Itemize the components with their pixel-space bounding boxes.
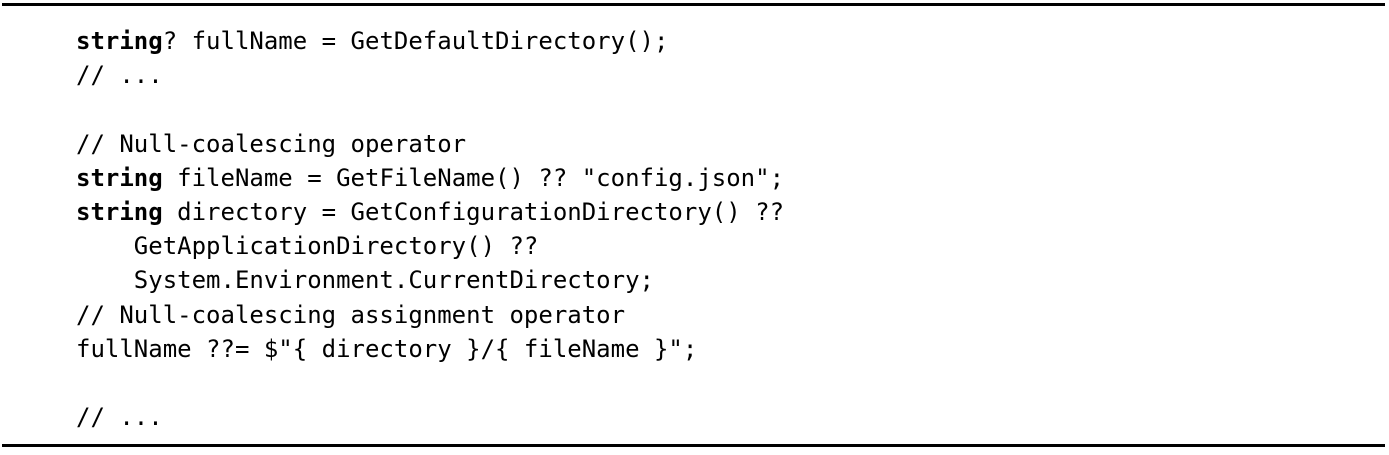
code-line: // Null-coalescing operator <box>76 127 1376 161</box>
code-line: string? fullName = GetDefaultDirectory()… <box>76 24 1376 58</box>
code-token-plain: directory = GetConfigurationDirectory() … <box>162 197 785 226</box>
code-token-plain: fileName = GetFileName() ?? "config.json… <box>162 163 785 192</box>
code-line: string fileName = GetFileName() ?? "conf… <box>76 161 1376 195</box>
code-token-keyword: string <box>76 163 163 192</box>
code-token-comment: // ... <box>76 61 163 90</box>
code-token-comment: // Null-coalescing operator <box>76 129 467 158</box>
code-token-plain: fullName ??= $"{ directory }/{ fileName … <box>76 334 698 363</box>
code-block: string? fullName = GetDefaultDirectory()… <box>76 24 1376 434</box>
code-token-plain: ? fullName = GetDefaultDirectory(); <box>162 27 669 55</box>
code-line: // Null-coalescing assignment operator <box>76 298 1376 332</box>
code-line: string directory = GetConfigurationDirec… <box>76 195 1376 229</box>
code-token-comment: // ... <box>76 403 163 432</box>
code-line <box>76 92 1376 126</box>
code-token-plain: System.Environment.CurrentDirectory; <box>76 266 654 295</box>
listing-bottom-rule <box>2 444 1385 447</box>
code-line <box>76 366 1376 400</box>
listing-top-rule <box>2 3 1385 6</box>
code-token-keyword: string <box>76 197 163 226</box>
code-line: fullName ??= $"{ directory }/{ fileName … <box>76 332 1376 366</box>
code-line: // ... <box>76 58 1376 92</box>
code-line: // ... <box>76 400 1376 434</box>
code-line: GetApplicationDirectory() ?? <box>76 229 1376 263</box>
code-token-keyword: string <box>76 27 163 55</box>
code-line: System.Environment.CurrentDirectory; <box>76 263 1376 297</box>
code-token-plain: GetApplicationDirectory() ?? <box>76 232 539 261</box>
code-token-comment: // Null-coalescing assignment operator <box>76 300 626 329</box>
